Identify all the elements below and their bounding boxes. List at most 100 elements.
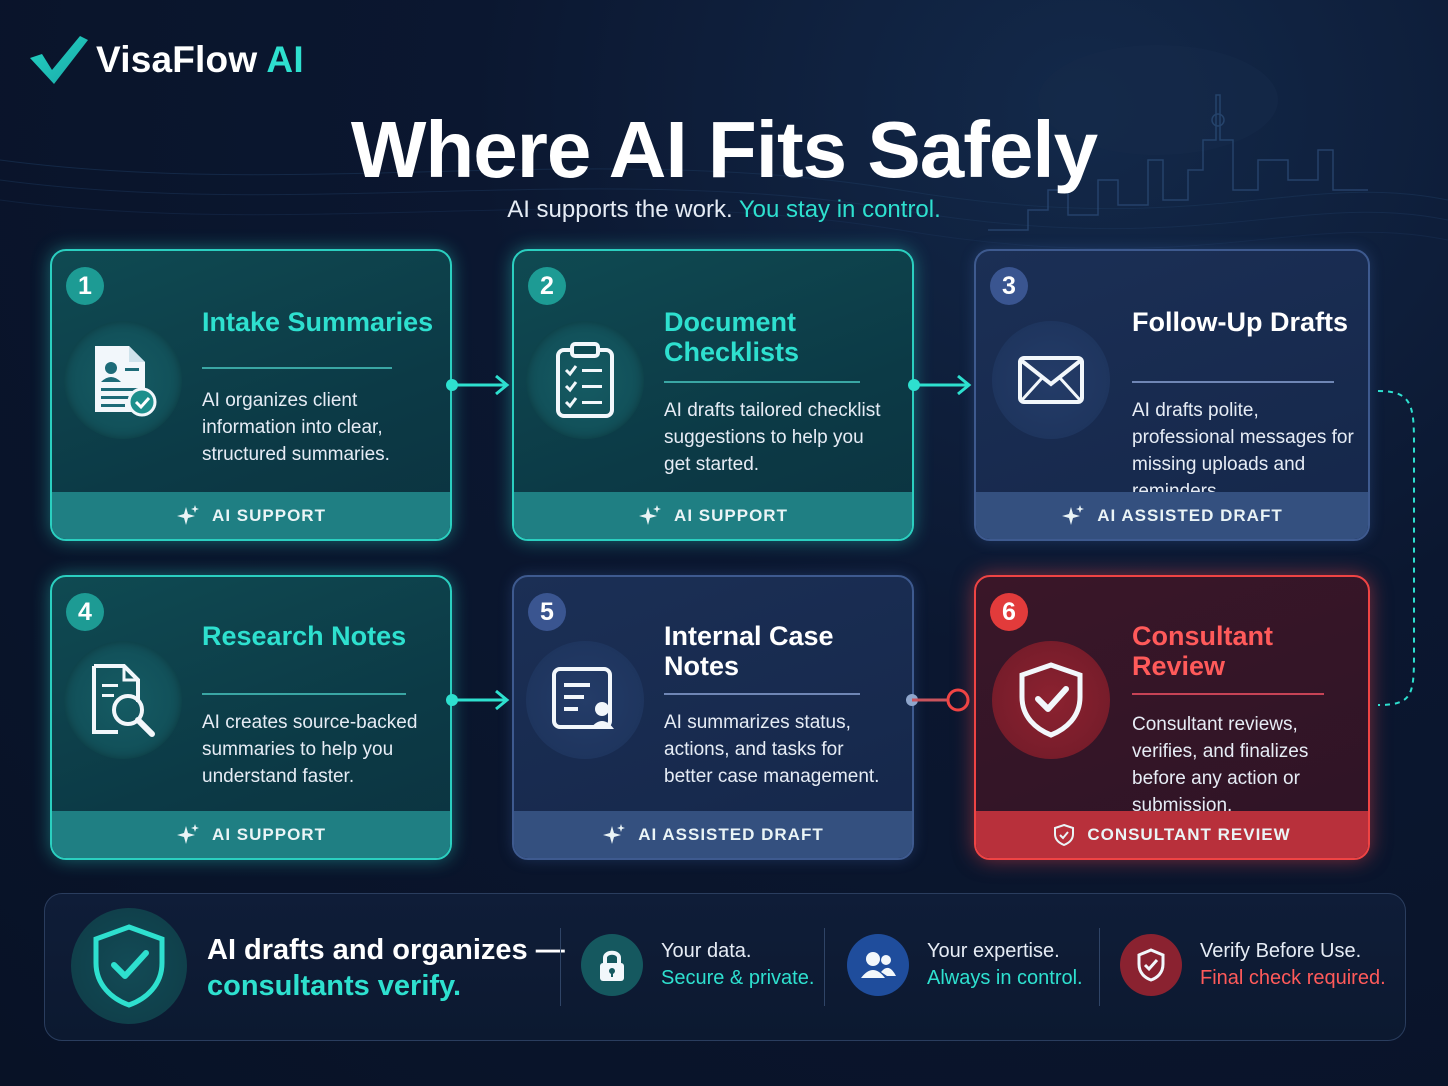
step-badge-label: AI SUPPORT [212, 505, 326, 525]
icon-circle [64, 321, 182, 439]
city-skyline-icon [988, 45, 1368, 231]
step-description: AI drafts tailored checklist suggestions… [664, 400, 881, 475]
step-badge-label: CONSULTANT REVIEW [1087, 824, 1291, 844]
step-description: AI summarizes status, actions, and tasks… [664, 712, 880, 787]
footer-headline: AI drafts and organizes — consultants ve… [207, 932, 565, 1004]
envelope-icon [1018, 356, 1084, 404]
step-title: Consultant Review [1132, 621, 1273, 681]
step-card-document-checklists: 2 Document Checklists AI drafts tailored… [512, 249, 914, 541]
background-wave-lines [0, 159, 1448, 250]
icon-circle [526, 321, 644, 439]
arrow-connector-4-5 [446, 689, 510, 711]
step-number: 3 [990, 267, 1028, 305]
step-title: Intake Summaries [202, 307, 434, 337]
step-title: Document Checklists [664, 307, 800, 367]
footer-icon-circle [847, 934, 909, 996]
footer-shield-circle [71, 908, 187, 1024]
step-number: 2 [528, 267, 566, 305]
step-badge-label: AI ASSISTED DRAFT [1097, 505, 1283, 525]
step-badge: CONSULTANT REVIEW [976, 811, 1368, 858]
checkmark-logo-icon [30, 36, 88, 84]
footer-item-data: Your data. Secure & private. [581, 934, 814, 996]
brand-name-suffix: AI [266, 39, 304, 80]
page-title: Where AI Fits Safely [350, 105, 1098, 194]
clipboard-checklist-icon [556, 342, 614, 418]
divider [202, 693, 406, 695]
divider [1132, 381, 1334, 383]
sparkle-icon [603, 823, 626, 844]
icon-circle [992, 321, 1110, 439]
sparkle-icon [177, 504, 200, 525]
step-badge-label: AI SUPPORT [674, 505, 788, 525]
footer-headline-line1: AI drafts and organizes — [207, 934, 565, 966]
divider [664, 381, 860, 383]
footer-icon-circle [1120, 934, 1182, 996]
icon-circle [64, 641, 182, 759]
arrow-connector-1-2 [446, 374, 510, 396]
footer-separator [1099, 928, 1100, 1006]
footer-icon-circle [581, 934, 643, 996]
sparkle-icon [177, 823, 200, 844]
footer-item-line2: Final check required. [1200, 967, 1386, 989]
step-title: Internal Case Notes [664, 621, 834, 681]
step-card-internal-case-notes: 5 Internal Case Notes AI summarizes stat… [512, 575, 914, 860]
step-description: AI creates source-backed summaries to he… [202, 712, 418, 787]
case-notes-icon [552, 667, 614, 729]
step-badge: AI SUPPORT [52, 492, 450, 539]
subtitle-part2: You stay in control. [738, 196, 941, 223]
icon-circle [992, 641, 1110, 759]
page-subtitle: AI supports the work. You stay in contro… [0, 196, 1448, 224]
icon-circle [526, 641, 644, 759]
footer-item-line2: Secure & private. [661, 967, 815, 989]
step-title: Follow-Up Drafts [1132, 307, 1348, 337]
step-number: 6 [990, 593, 1028, 631]
step-description: Consultant reviews, verifies, and finali… [1132, 714, 1309, 816]
shield-check-icon [93, 924, 165, 1008]
shield-check-icon [1019, 662, 1083, 738]
divider [664, 693, 860, 695]
brand-name: VisaFlow AI [96, 39, 304, 81]
footer-panel: AI drafts and organizes — consultants ve… [44, 893, 1406, 1041]
sparkle-icon [639, 504, 662, 525]
lock-icon [600, 950, 624, 981]
step-badge-label: AI ASSISTED DRAFT [638, 824, 824, 844]
step-card-follow-up-drafts: 3 Follow-Up Drafts AI drafts polite, pro… [974, 249, 1370, 541]
step-badge: AI ASSISTED DRAFT [976, 492, 1368, 539]
footer-item-text: Verify Before Use. Final check required. [1200, 938, 1386, 992]
footer-item-text: Your expertise. Always in control. [927, 938, 1083, 992]
footer-separator [824, 928, 825, 1006]
step-number: 1 [66, 267, 104, 305]
arrow-connector-2-3 [908, 374, 972, 396]
step-description: AI organizes client information into cle… [202, 390, 390, 465]
footer-headline-line2: consultants verify. [207, 970, 462, 1002]
document-check-icon [95, 346, 157, 417]
step-badge-label: AI SUPPORT [212, 824, 326, 844]
step-number: 4 [66, 593, 104, 631]
footer-item-line1: Your data. [661, 940, 752, 962]
divider [1132, 693, 1324, 695]
brand-logo: VisaFlow AI [28, 34, 304, 86]
shield-check-small-icon [1054, 823, 1075, 846]
footer-item-verify: Verify Before Use. Final check required. [1120, 934, 1386, 996]
step-description: AI drafts polite, professional messages … [1132, 400, 1354, 502]
users-icon [861, 952, 896, 978]
subtitle-part1: AI supports the work. [507, 196, 733, 223]
footer-item-line1: Your expertise. [927, 940, 1060, 962]
step-number: 5 [528, 593, 566, 631]
step-card-intake-summaries: 1 Intake Summaries AI organizes client i… [50, 249, 452, 541]
step-badge: AI ASSISTED DRAFT [514, 811, 912, 858]
document-search-icon [92, 664, 155, 737]
step-badge: AI SUPPORT [52, 811, 450, 858]
step-title: Research Notes [202, 621, 407, 651]
divider [202, 367, 392, 369]
step-badge: AI SUPPORT [514, 492, 912, 539]
link-connector-5-6 [906, 688, 970, 712]
step-card-consultant-review: 6 Consultant Review Consultant reviews, … [974, 575, 1370, 860]
shield-check-icon [1137, 948, 1165, 982]
footer-item-expertise: Your expertise. Always in control. [847, 934, 1083, 996]
step-card-research-notes: 4 Research Notes AI creates source-backe… [50, 575, 452, 860]
footer-item-text: Your data. Secure & private. [661, 938, 814, 992]
footer-item-line2: Always in control. [927, 967, 1083, 989]
dashed-connector-3-6 [1377, 390, 1415, 706]
brand-name-main: VisaFlow [96, 39, 258, 80]
